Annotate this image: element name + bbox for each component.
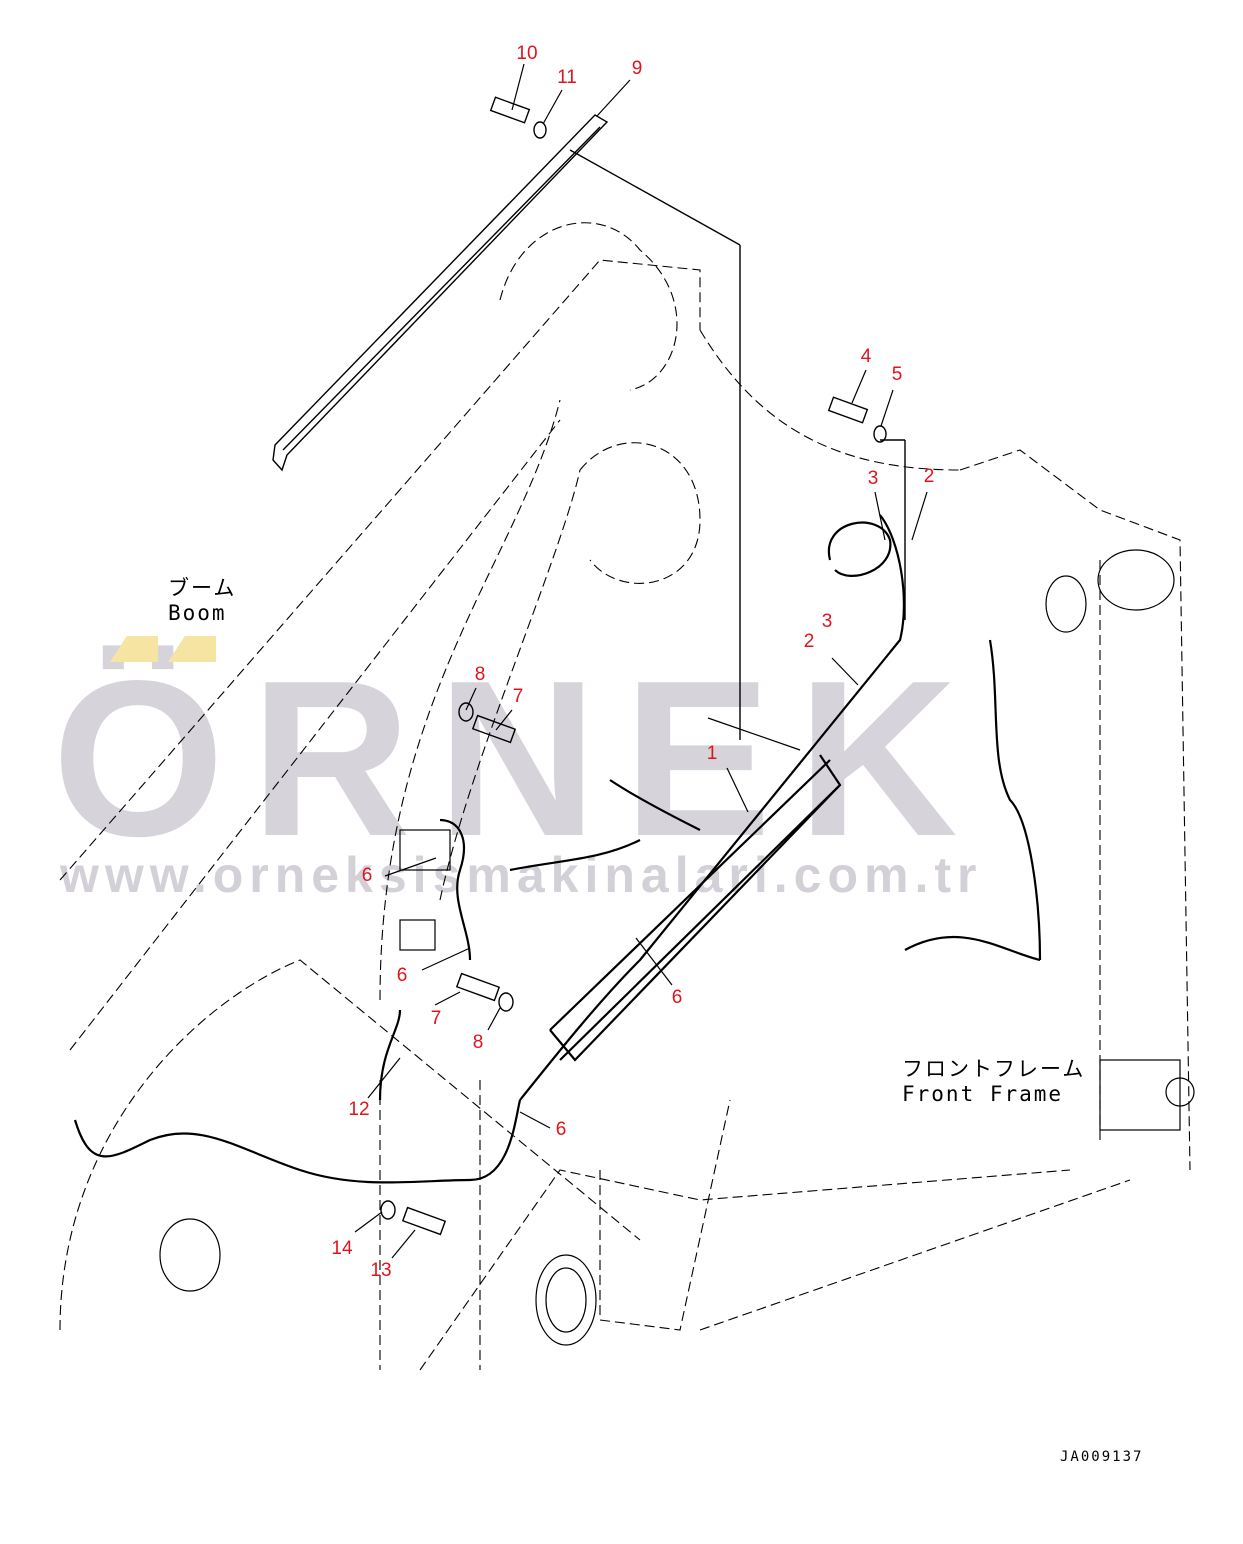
callout-2: 2 — [923, 466, 935, 487]
leader-lines — [354, 63, 928, 1259]
callout-10: 10 — [516, 43, 538, 64]
boom-cover-rail — [272, 114, 741, 740]
washer-8 — [458, 702, 474, 722]
callout-5: 5 — [891, 364, 903, 385]
frame-details — [159, 549, 1195, 1346]
washer-8 — [498, 992, 514, 1012]
callout-14: 14 — [331, 1238, 353, 1259]
callout-3: 3 — [867, 468, 879, 489]
callout-11: 11 — [557, 67, 577, 88]
drawing-code: JA009137 — [1060, 1449, 1144, 1465]
washer-11 — [533, 121, 547, 139]
front-frame-label: フロントフレーム Front Frame — [902, 1057, 1085, 1107]
callout-2: 2 — [803, 631, 815, 652]
bolt-13 — [401, 1206, 447, 1236]
front-frame-label-en: Front Frame — [902, 1082, 1064, 1106]
watermark-brand: ÖRNEK — [52, 635, 984, 883]
callout-4: 4 — [860, 346, 872, 367]
boom-label-jp: ブーム — [168, 576, 237, 600]
wire-harness — [73, 514, 1042, 1184]
callout-6: 6 — [671, 987, 683, 1008]
callout-6: 6 — [396, 965, 408, 986]
bolt-7 — [471, 714, 517, 744]
callout-13: 13 — [370, 1260, 392, 1281]
washer-14 — [380, 1200, 396, 1220]
callout-9: 9 — [631, 58, 643, 79]
callout-3: 3 — [821, 611, 833, 632]
washer-5 — [873, 425, 887, 443]
boom-outline — [59, 222, 1191, 1371]
watermark-url: www.orneksismakinalari.com.tr — [60, 847, 983, 903]
front-frame-label-jp: フロントフレーム — [902, 1057, 1086, 1081]
callout-6: 6 — [361, 865, 373, 886]
callout-7: 7 — [430, 1008, 442, 1029]
boom-label-en: Boom — [168, 601, 227, 625]
bolt-4 — [827, 396, 869, 424]
callout-7: 7 — [512, 686, 524, 707]
bolt-7 — [455, 972, 501, 1002]
callout-12: 12 — [348, 1099, 370, 1120]
bolt-10 — [489, 96, 531, 124]
callout-1: 1 — [706, 743, 718, 764]
callout-8: 8 — [474, 664, 486, 685]
callout-6: 6 — [555, 1119, 567, 1140]
callout-8: 8 — [472, 1032, 484, 1053]
boom-label: ブーム Boom — [168, 576, 236, 626]
